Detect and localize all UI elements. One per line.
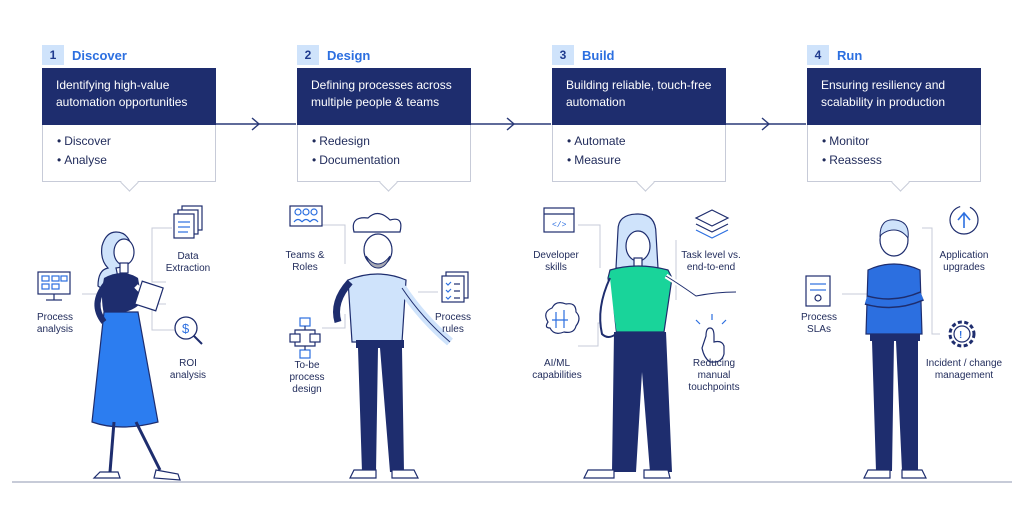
checklist-icon [441, 271, 469, 303]
stage-number: 1 [42, 45, 64, 65]
team-icon [289, 205, 323, 227]
brain-circuit-icon [545, 302, 580, 334]
person-run [863, 219, 927, 479]
stage-item: Reassess [822, 151, 968, 170]
stage-item: Analyse [57, 151, 203, 170]
stage-description: Identifying high-value automation opport… [42, 68, 216, 125]
label-incident-change: Incident / change management [925, 358, 1003, 381]
stage-2-card: Defining processes across multiple peopl… [297, 68, 471, 192]
stage-items: Monitor Reassess [807, 125, 981, 192]
stage-title: Run [837, 47, 863, 63]
flowchart-icon [289, 317, 321, 359]
label-developer-skills: Developer skills [533, 250, 579, 273]
label-reducing-touchpoints: Reducing manual touchpoints [688, 358, 740, 393]
label-data-extraction: Data Extraction [165, 251, 211, 274]
label-process-slas: Process SLAs [800, 312, 838, 335]
stage-3-header: 3 Build [552, 44, 615, 66]
label-roi-analysis: ROI analysis [169, 358, 207, 381]
stage-1-header: 1 Discover [42, 44, 127, 66]
label-process-analysis: Process analysis [36, 312, 74, 335]
stage-description: Building reliable, touch-free automation [552, 68, 726, 125]
stage-4-card: Ensuring resiliency and scalability in p… [807, 68, 981, 192]
code-window-icon: </> [543, 207, 575, 233]
stage-number: 4 [807, 45, 829, 65]
person-design [333, 212, 453, 479]
document-stack-icon [173, 205, 203, 239]
stage-2-header: 2 Design [297, 44, 370, 66]
svg-text:$: $ [182, 321, 190, 336]
label-ai-ml: AI/ML capabilities [532, 358, 582, 381]
monitor-grid-icon [37, 271, 71, 301]
person-discover [91, 231, 181, 481]
stage-item: Documentation [312, 151, 458, 170]
stage-items: Discover Analyse [42, 125, 216, 192]
label-task-level: Task level vs. end-to-end [681, 250, 741, 273]
svg-text:!: ! [959, 330, 962, 341]
stage-item: Redesign [312, 132, 458, 151]
stage-item: Monitor [822, 132, 968, 151]
upgrade-arrow-icon [949, 205, 979, 235]
stage-1-card: Identifying high-value automation opport… [42, 68, 216, 192]
stage-4-header: 4 Run [807, 44, 862, 66]
certificate-icon [805, 275, 831, 307]
stage-items: Automate Measure [552, 125, 726, 192]
dollar-magnifier-icon: $ [174, 316, 203, 345]
stage-3-card: Building reliable, touch-free automation… [552, 68, 726, 192]
stage-title: Design [327, 47, 371, 63]
label-to-be-process-design: To-be process design [289, 360, 325, 395]
stage-title: Build [582, 47, 615, 63]
stage-item: Measure [567, 151, 713, 170]
stage-item: Automate [567, 132, 713, 151]
label-application-upgrades: Application upgrades [939, 250, 989, 273]
stage-items: Redesign Documentation [297, 125, 471, 192]
stage-number: 2 [297, 45, 319, 65]
stage-title: Discover [72, 47, 127, 63]
layers-icon [694, 209, 730, 239]
stage-number: 3 [552, 45, 574, 65]
stage-description: Defining processes across multiple peopl… [297, 68, 471, 125]
tap-hand-icon [695, 314, 727, 363]
stage-item: Discover [57, 132, 203, 151]
stage-description: Ensuring resiliency and scalability in p… [807, 68, 981, 125]
label-process-rules: Process rules [434, 312, 472, 335]
svg-text:</>: </> [552, 221, 567, 230]
gear-alert-icon: ! [948, 320, 976, 348]
label-teams-roles: Teams & Roles [285, 250, 325, 273]
person-build [583, 213, 737, 479]
